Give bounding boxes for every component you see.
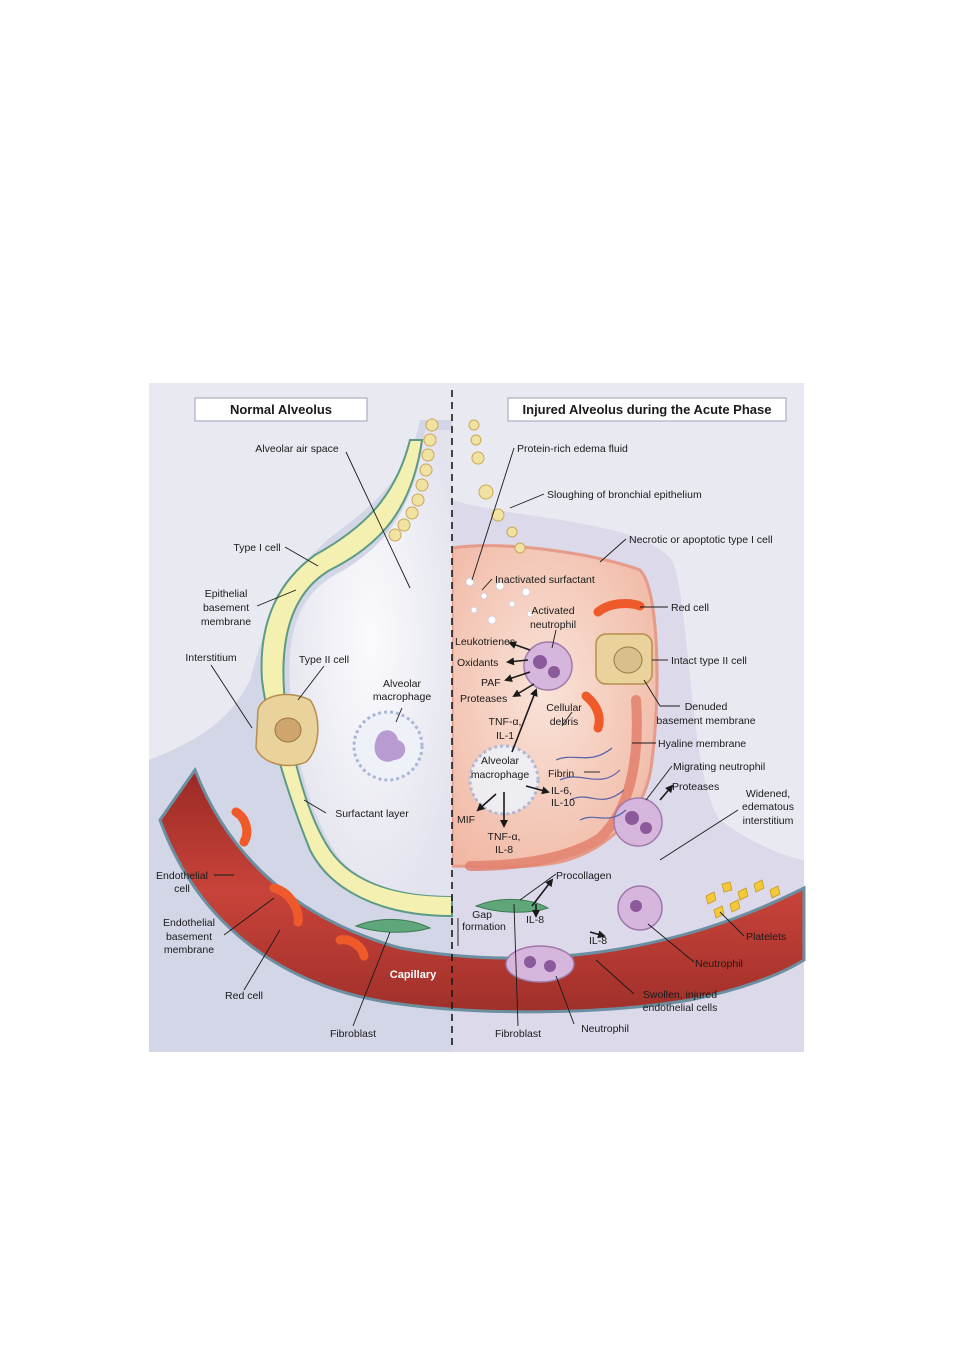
label-necrotic: Necrotic or apoptotic type I cell [629,534,773,546]
label-il6-2: IL-10 [551,797,575,809]
fibroblasts [354,898,550,933]
normal-title-box: Normal Alveolus [194,397,368,422]
label-widened-1: Widened, [746,788,790,800]
label-surfactant: Surfactant layer [335,808,409,820]
alveolar-macrophage-injured [468,744,540,816]
label-procollagen: Procollagen [556,870,612,882]
label-endothelial-1: Endothelial [156,870,208,882]
label-intact-type2: Intact type II cell [671,655,747,667]
label-leukotrienes: Leukotrienes [455,636,515,648]
label-gap-1: Gap [472,909,492,921]
neutrophil-nuclei [524,655,652,972]
label-macrophage-1: Alveolar [383,678,421,690]
normal-leader-lines [210,451,411,1027]
label-il8-a: IL-8 [526,914,544,926]
label-fibrin: Fibrin [548,768,574,780]
label-epi-bm-2: basement [203,602,249,614]
label-air-space: Alveolar air space [255,443,339,455]
hyaline-membrane-band [465,695,642,871]
label-debris-1: Cellular [546,702,582,714]
label-migrating: Migrating neutrophil [673,761,765,773]
label-tnf-il1-1: TNF-α, [489,716,522,728]
label-swollen-1: Swollen, injured [643,989,717,1001]
label-capillary: Capillary [390,969,437,981]
label-type2: Type II cell [299,654,349,666]
label-edema: Protein-rich edema fluid [517,443,628,455]
injured-labels: Protein-rich edema fluid Sloughing of br… [455,443,794,1040]
label-tnf-il8-2: IL-8 [495,844,513,856]
label-endothelial-2: cell [174,883,190,895]
epithelium-layer [260,439,453,918]
label-tnf-il8-1: TNF-α, [488,831,521,843]
label-paf: PAF [481,677,501,689]
alveolar-air-space [289,430,452,896]
label-activated-2: neutrophil [530,619,576,631]
fibrin-strands [555,747,627,821]
label-denuded-2: basement membrane [656,715,755,727]
label-activated-1: Activated [531,605,574,617]
label-epi-bm-1: Epithelial [205,588,248,600]
label-type1: Type I cell [233,542,280,554]
label-widened-3: interstitium [743,815,794,827]
label-interstitium: Interstitium [185,652,237,664]
label-gap-2: formation [462,921,506,933]
type-ii-cell-normal [255,693,319,767]
injured-leader-lines [457,447,745,1027]
label-endo-bm-2: basement [166,931,212,943]
capillary [158,766,806,1014]
label-mif: MIF [457,814,475,826]
inactivated-surfactant [465,577,534,625]
label-sloughing: Sloughing of bronchial epithelium [547,489,702,501]
bronchial-epithelium-normal [388,418,439,542]
label-widened-2: edematous [742,801,794,813]
label-red-cell-injured: Red cell [671,602,709,614]
label-neutrophil-r: Neutrophil [695,958,743,970]
label-denuded-1: Denuded [685,701,728,713]
type-ii-cell-injured [595,633,653,685]
label-fibroblast: Fibroblast [330,1028,376,1040]
label-macrophage-inj-2: macrophage [471,769,530,781]
label-debris-2: debris [550,716,579,728]
label-hyaline: Hyaline membrane [658,738,746,750]
injured-title-box: Injured Alveolus during the Acute Phase [507,397,787,422]
label-oxidants: Oxidants [457,657,498,669]
label-proteases: Proteases [460,693,507,705]
label-endo-bm-1: Endothelial [163,917,215,929]
red-cells-injured [581,599,645,733]
label-inactivated: Inactivated surfactant [495,574,595,586]
normal-labels: Alveolar air space Type I cell Epithelia… [156,443,437,1040]
label-fibroblast-injured: Fibroblast [495,1028,541,1040]
label-macrophage-inj-1: Alveolar [481,755,519,767]
bronchial-epithelium-injured [468,419,526,554]
label-platelets: Platelets [746,931,786,943]
label-neutrophil-b: Neutrophil [581,1023,629,1035]
label-il6-1: IL-6, [551,785,572,797]
label-epi-bm-3: membrane [201,616,251,628]
injured-title: Injured Alveolus during the Acute Phase [523,402,772,417]
label-proteases2: Proteases [672,781,719,793]
label-tnf-il1-2: IL-1 [496,730,514,742]
mediator-arrows [476,641,674,939]
platelets-cluster [705,879,781,919]
label-il8-b: IL-8 [589,935,607,947]
label-swollen-2: endothelial cells [643,1002,718,1014]
normal-title: Normal Alveolus [230,402,332,417]
label-macrophage-2: macrophage [373,691,432,703]
red-cells-normal [231,807,369,961]
label-red-cell: Red cell [225,990,263,1002]
label-endo-bm-3: membrane [164,944,214,956]
alveolar-macrophage-normal [352,710,424,782]
